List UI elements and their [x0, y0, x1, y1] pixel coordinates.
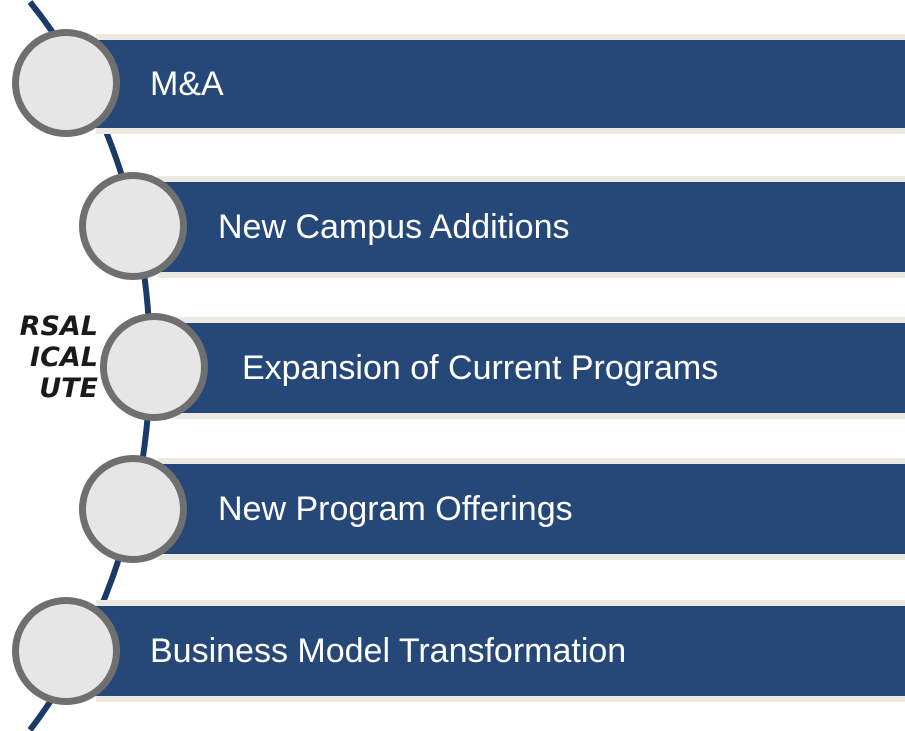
step-label: Expansion of Current Programs [242, 348, 719, 387]
step-label: New Program Offerings [218, 489, 573, 528]
step-node-circle [79, 172, 187, 280]
company-logo-text: RSAL ICAL UTE [0, 311, 98, 404]
step-node-circle [100, 313, 208, 421]
step-bar-new-campus-additions: New Campus Additions [158, 182, 905, 272]
logo-line-2: ICAL [30, 342, 98, 373]
step-node-circle [12, 597, 120, 705]
step-node-circle [12, 29, 120, 137]
step-label: M&A [150, 64, 224, 103]
step-label: New Campus Additions [218, 207, 570, 246]
logo-line-1: RSAL [19, 311, 98, 342]
step-bar-expansion-of-current-programs: Expansion of Current Programs [176, 323, 905, 413]
step-bar-new-program-offerings: New Program Offerings [158, 464, 905, 554]
step-node-circle [79, 455, 187, 563]
step-label: Business Model Transformation [150, 631, 627, 670]
logo-line-3: UTE [39, 373, 98, 404]
step-bar-ma: M&A [96, 40, 905, 128]
step-bar-business-model-transformation: Business Model Transformation [96, 606, 905, 696]
